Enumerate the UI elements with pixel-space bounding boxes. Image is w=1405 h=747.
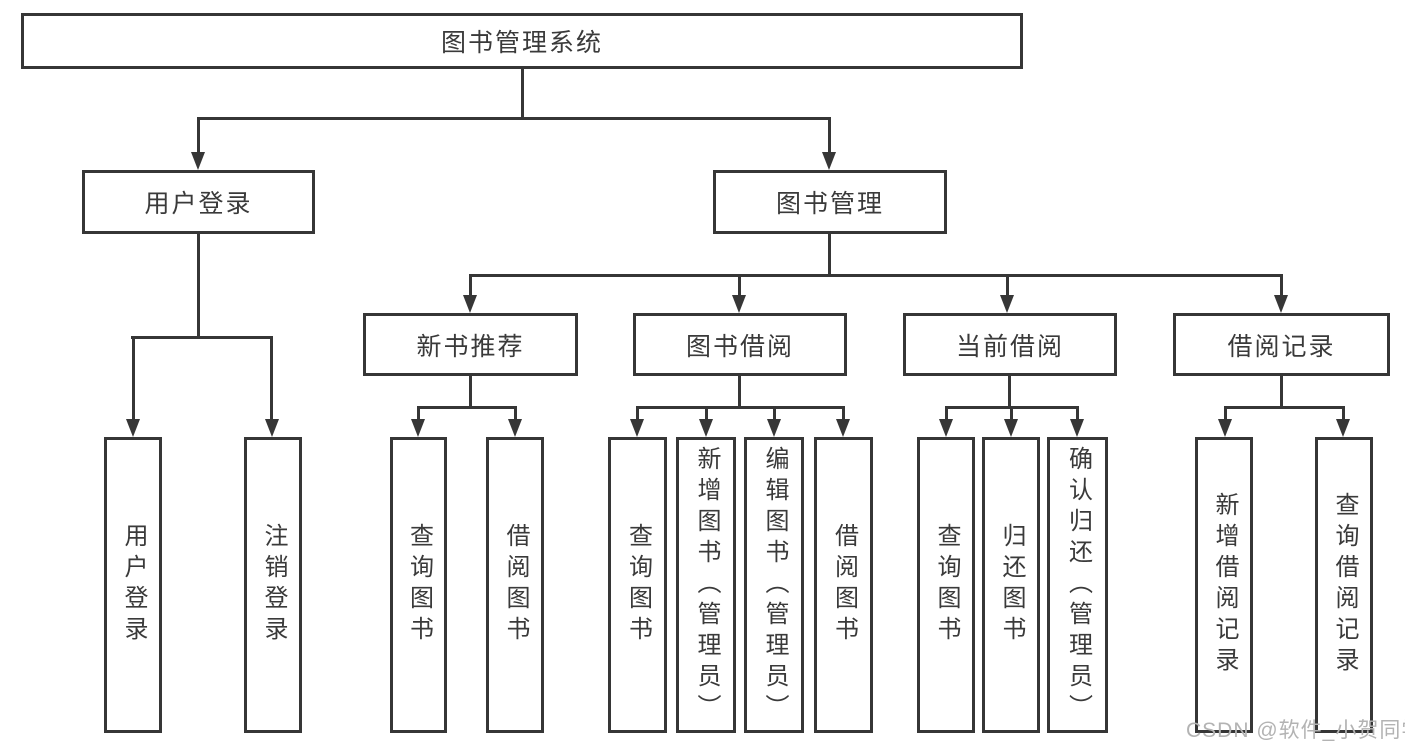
connector-records-stem — [1280, 376, 1283, 409]
connector-mgmt-stem — [828, 234, 831, 277]
arrow-to-leaf-query-current — [939, 419, 953, 437]
connector-borrowing-bus — [636, 406, 845, 409]
leaf-query-borrow-record: 查询借阅记录 — [1315, 437, 1373, 733]
leaf-add-borrow-record: 新增借阅记录 — [1195, 437, 1253, 733]
connector-leaf-stem — [1010, 406, 1013, 419]
leaf-confirm-return-admin: 确认归还（管理员） — [1047, 437, 1108, 733]
connector-leaf-stem — [1076, 406, 1079, 419]
connector-borrowing-stem — [738, 376, 741, 409]
leaf-edit-books-admin: 编辑图书（管理员） — [744, 437, 804, 733]
connector-to-current-stem — [1006, 277, 1009, 295]
leaf-user-login: 用户登录 — [104, 437, 162, 733]
arrow-to-leaf-query-borrowing — [630, 419, 644, 437]
connector-mgmt-bus — [469, 274, 1283, 277]
arrow-to-user-login — [191, 152, 205, 170]
node-book-management: 图书管理 — [713, 170, 947, 234]
connector-to-user-login-stem — [197, 117, 200, 152]
arrow-to-leaf-add-record — [1218, 419, 1232, 437]
connector-leaf-stem — [773, 406, 776, 419]
connector-to-leaf-login-stem — [132, 336, 135, 419]
arrow-to-leaf-logout — [265, 419, 279, 437]
leaf-logout: 注销登录 — [244, 437, 302, 733]
connector-leaf-stem — [842, 406, 845, 419]
connector-leaf-stem — [945, 406, 948, 419]
node-user-login: 用户登录 — [82, 170, 315, 234]
connector-to-leaf-logout-stem — [270, 336, 273, 419]
connector-recommend-stem — [469, 376, 472, 409]
arrow-to-leaf-edit-books — [767, 419, 781, 437]
leaf-query-books-current: 查询图书 — [917, 437, 975, 733]
csdn-watermark: CSDN @软件_小贺同学 — [1186, 719, 1405, 742]
connector-to-borrowing-stem — [738, 277, 741, 295]
arrow-to-leaf-add-books — [699, 419, 713, 437]
connector-leaf-stem — [636, 406, 639, 419]
leaf-borrow-books-borrowing: 借阅图书 — [814, 437, 873, 733]
arrow-to-book-mgmt — [822, 152, 836, 170]
connector-leaf-stem — [1224, 406, 1227, 419]
arrow-to-current — [1000, 295, 1014, 313]
arrow-to-leaf-login — [126, 419, 140, 437]
connector-to-recommend-stem — [469, 277, 472, 295]
connector-login-bus — [131, 336, 273, 339]
leaf-query-books-recommend: 查询图书 — [390, 437, 447, 733]
node-borrowing-records: 借阅记录 — [1173, 313, 1390, 376]
node-book-borrowing: 图书借阅 — [633, 313, 847, 376]
connector-leaf-stem — [705, 406, 708, 419]
arrow-to-leaf-return-books — [1004, 419, 1018, 437]
leaf-return-books: 归还图书 — [982, 437, 1040, 733]
connector-current-stem — [1008, 376, 1011, 409]
arrow-to-recommend — [463, 295, 477, 313]
node-new-book-recommend: 新书推荐 — [363, 313, 578, 376]
connector-recommend-bus — [417, 406, 517, 409]
arrow-to-leaf-confirm-return — [1070, 419, 1084, 437]
connector-login-stem — [197, 234, 200, 336]
arrow-to-borrowing — [732, 295, 746, 313]
connector-leaf-stem — [514, 406, 517, 419]
arrow-to-leaf-borrow-borrowing — [836, 419, 850, 437]
connector-to-records-stem — [1280, 277, 1283, 295]
arrow-to-leaf-query-record — [1336, 419, 1350, 437]
arrow-to-records — [1274, 295, 1288, 313]
connector-records-bus — [1224, 406, 1345, 409]
node-root-library-system: 图书管理系统 — [21, 13, 1023, 69]
connector-root-bus — [197, 117, 831, 120]
leaf-query-books-borrowing: 查询图书 — [608, 437, 667, 733]
arrow-to-leaf-query-recommend — [411, 419, 425, 437]
connector-root-stem — [521, 69, 524, 117]
leaf-add-books-admin: 新增图书（管理员） — [676, 437, 736, 733]
leaf-borrow-books-recommend: 借阅图书 — [486, 437, 544, 733]
arrow-to-leaf-borrow-recommend — [508, 419, 522, 437]
connector-leaf-stem — [417, 406, 420, 419]
node-current-borrowing: 当前借阅 — [903, 313, 1117, 376]
connector-to-book-mgmt-stem — [828, 117, 831, 152]
connector-leaf-stem — [1342, 406, 1345, 419]
